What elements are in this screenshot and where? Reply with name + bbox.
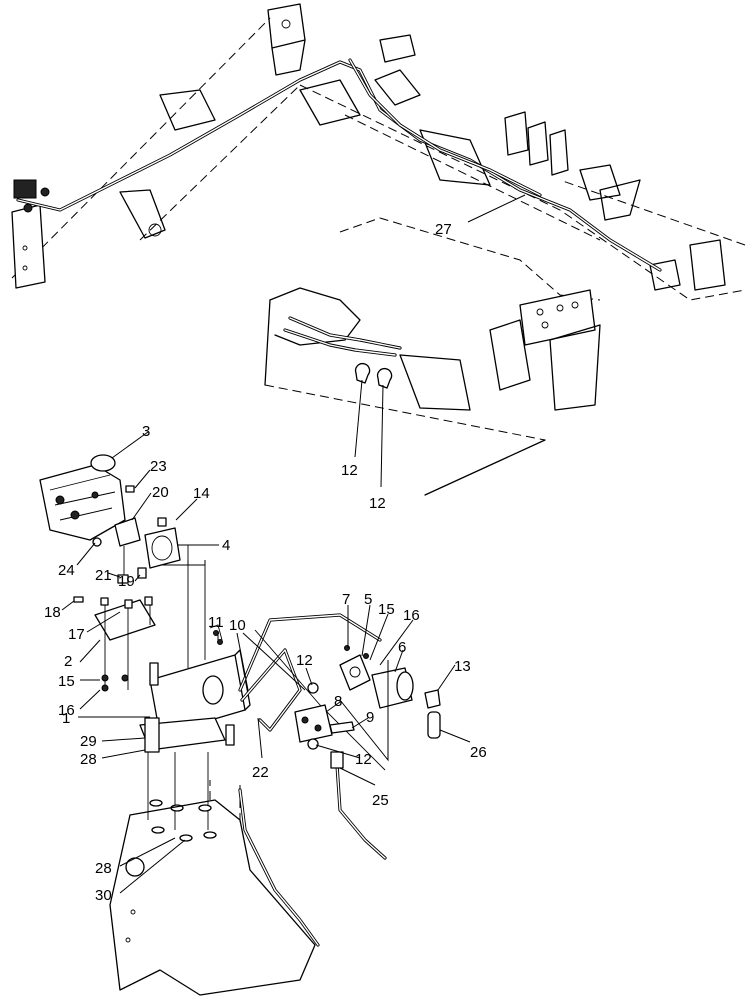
hydraulic-pump bbox=[39, 464, 126, 541]
callout-1: 1 bbox=[62, 710, 70, 727]
bolt-19 bbox=[137, 567, 147, 579]
toolbar-frame-assembly bbox=[11, 3, 746, 301]
callout-16-b: 16 bbox=[403, 607, 420, 624]
pump-mount-assembly bbox=[39, 454, 320, 996]
callout-13: 13 bbox=[454, 658, 471, 675]
left-valve-cluster bbox=[13, 179, 37, 199]
lower-frame-casting bbox=[109, 799, 316, 996]
callout-17: 17 bbox=[68, 626, 85, 643]
callout-5: 5 bbox=[364, 591, 372, 608]
callout-21: 21 bbox=[95, 567, 112, 584]
clamp-detail-view bbox=[264, 217, 601, 496]
leader-lines bbox=[61, 194, 526, 894]
hose-end-25 bbox=[330, 751, 344, 769]
callout-30: 30 bbox=[95, 887, 112, 904]
callout-8: 8 bbox=[334, 693, 342, 710]
frame-arm bbox=[119, 189, 166, 239]
callout-22: 22 bbox=[252, 764, 269, 781]
callout-15-b: 15 bbox=[378, 601, 395, 618]
callout-23: 23 bbox=[150, 458, 167, 475]
callout-16-a: 16 bbox=[58, 702, 75, 719]
callout-28-a: 28 bbox=[80, 751, 97, 768]
callout-10: 10 bbox=[229, 617, 246, 634]
callout-12-d: 12 bbox=[369, 495, 386, 512]
callout-11: 11 bbox=[208, 614, 224, 631]
bolt-14 bbox=[157, 517, 167, 527]
bolt-18 bbox=[73, 596, 84, 603]
bolt-29 bbox=[144, 717, 160, 753]
callout-24: 24 bbox=[58, 562, 75, 579]
bolt-21 bbox=[117, 574, 129, 584]
frame-arm-bracket bbox=[159, 89, 216, 131]
coupler-20 bbox=[114, 517, 141, 547]
callout-3: 3 bbox=[142, 423, 150, 440]
callout-26: 26 bbox=[470, 744, 487, 761]
bolt-23 bbox=[125, 485, 135, 493]
shank-plate bbox=[519, 289, 596, 346]
cap-26 bbox=[427, 711, 441, 739]
callout-20: 20 bbox=[152, 484, 169, 501]
callout-labels: 1 2 3 4 5 6 7 8 9 10 11 12 12 12 12 13 1… bbox=[44, 221, 487, 904]
callout-14: 14 bbox=[193, 485, 210, 502]
callout-12-c: 12 bbox=[341, 462, 358, 479]
callout-18: 18 bbox=[44, 604, 61, 621]
hose-clamp-left bbox=[354, 362, 371, 384]
callout-28-b: 28 bbox=[95, 860, 112, 877]
callout-2: 2 bbox=[64, 653, 72, 670]
bracket-4 bbox=[144, 527, 181, 569]
clamp-mount-plate bbox=[399, 354, 471, 411]
callout-25: 25 bbox=[372, 792, 389, 809]
fitting-13 bbox=[424, 689, 441, 709]
callout-4: 4 bbox=[222, 537, 230, 554]
callout-15-a: 15 bbox=[58, 673, 75, 690]
hose-clamp-right bbox=[376, 367, 393, 389]
fitting-24 bbox=[92, 537, 102, 547]
flange-5 bbox=[339, 654, 371, 691]
fitting-9 bbox=[329, 721, 355, 734]
callout-29: 29 bbox=[80, 733, 97, 750]
callout-27: 27 bbox=[435, 221, 452, 238]
callout-12-a: 12 bbox=[296, 652, 313, 669]
callout-9: 9 bbox=[366, 709, 374, 726]
pump-reservoir-cap bbox=[90, 454, 116, 472]
fitting-12-upper bbox=[307, 682, 319, 694]
callout-12-b: 12 bbox=[355, 751, 372, 768]
frame-post bbox=[267, 3, 306, 49]
valve-block-8 bbox=[294, 704, 333, 743]
callout-7: 7 bbox=[342, 591, 350, 608]
left-end-bracket bbox=[11, 204, 46, 289]
callout-19: 19 bbox=[118, 573, 135, 590]
valve-hose-assembly bbox=[209, 613, 441, 860]
callout-6: 6 bbox=[398, 639, 406, 656]
